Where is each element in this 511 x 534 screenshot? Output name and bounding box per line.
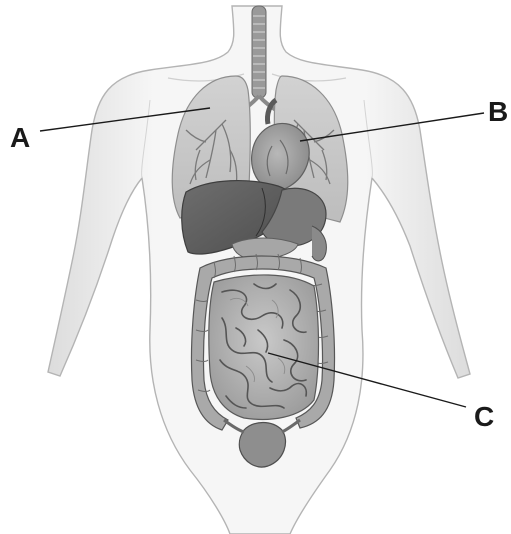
label-c: C <box>474 403 494 431</box>
label-a: A <box>10 124 30 152</box>
small-intestine <box>209 275 319 419</box>
label-b: B <box>488 98 508 126</box>
